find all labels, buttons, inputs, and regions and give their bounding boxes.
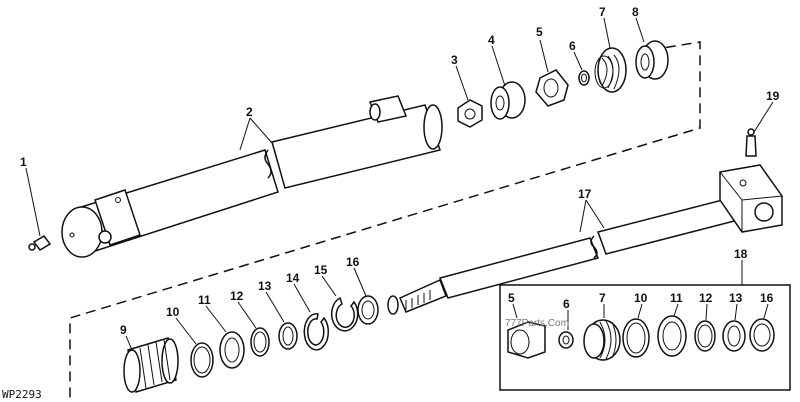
assembly-boundary-dashed [69,41,701,402]
grease-fitting-19 [745,128,757,157]
kit-callout-11: 11 [670,291,683,305]
callout-9: 9 [120,323,127,337]
kit-callout-12: 12 [699,291,713,305]
wiper-ring-10 [190,342,214,378]
snap-ring-14 [303,313,330,351]
seal-kit-box [499,284,791,391]
cylinder-barrel-right [271,95,443,189]
callout-3: 3 [451,53,458,67]
break-mark-upper [264,149,272,179]
callout-14: 14 [286,271,300,285]
o-ring-6 [578,70,590,86]
kit-callout-13: 13 [729,291,743,305]
callout-8: 8 [632,5,639,19]
kit-seal-11 [657,315,687,357]
kit-seal-16 [749,318,775,352]
kit-backup-ring-12 [694,320,716,352]
callout-12: 12 [230,289,244,303]
callout-16: 16 [346,255,360,269]
kit-wiper-ring-10 [622,318,650,358]
kit-o-ring-13 [722,320,746,352]
callout-18: 18 [734,247,748,261]
gland-nut-5 [535,69,569,107]
callout-19: 19 [766,89,780,103]
kit-packing-7 [583,319,621,361]
callout-15: 15 [314,263,328,277]
seal-11 [219,331,245,369]
hex-nut-3 [457,99,483,128]
callout-17: 17 [578,187,592,201]
grease-fitting-1 [28,235,52,251]
callout-6: 6 [569,39,576,53]
rod-end-block [719,164,783,233]
gland-8 [635,40,669,80]
piston-4 [490,81,526,120]
callout-1: 1 [20,155,27,169]
figure-code: WP2293 [2,388,42,401]
kit-callout-16: 16 [760,291,774,305]
kit-o-ring-6 [558,331,574,349]
kit-callout-10: 10 [634,291,648,305]
packing-7 [594,47,627,93]
callout-13: 13 [258,279,272,293]
callout-4: 4 [488,33,495,47]
cylinder-barrel-left [61,149,279,258]
watermark: 777Parts.Com [505,318,569,329]
o-ring-13 [278,322,298,350]
kit-gland-nut-5 [507,321,546,359]
kit-callout-6: 6 [563,297,570,311]
callout-2: 2 [246,105,253,119]
callout-7: 7 [599,5,606,19]
callout-5: 5 [536,25,543,39]
piston-rod-left [387,237,600,315]
break-mark-lower [590,235,598,259]
backup-ring-12 [250,327,270,357]
seal-16 [357,295,379,325]
snap-ring-15 [330,296,359,332]
kit-callout-7: 7 [599,291,606,305]
kit-callout-5: 5 [508,291,515,305]
gland-9 [123,337,179,393]
leader-lines [25,17,774,351]
callout-11: 11 [198,293,211,307]
callout-10: 10 [166,305,180,319]
